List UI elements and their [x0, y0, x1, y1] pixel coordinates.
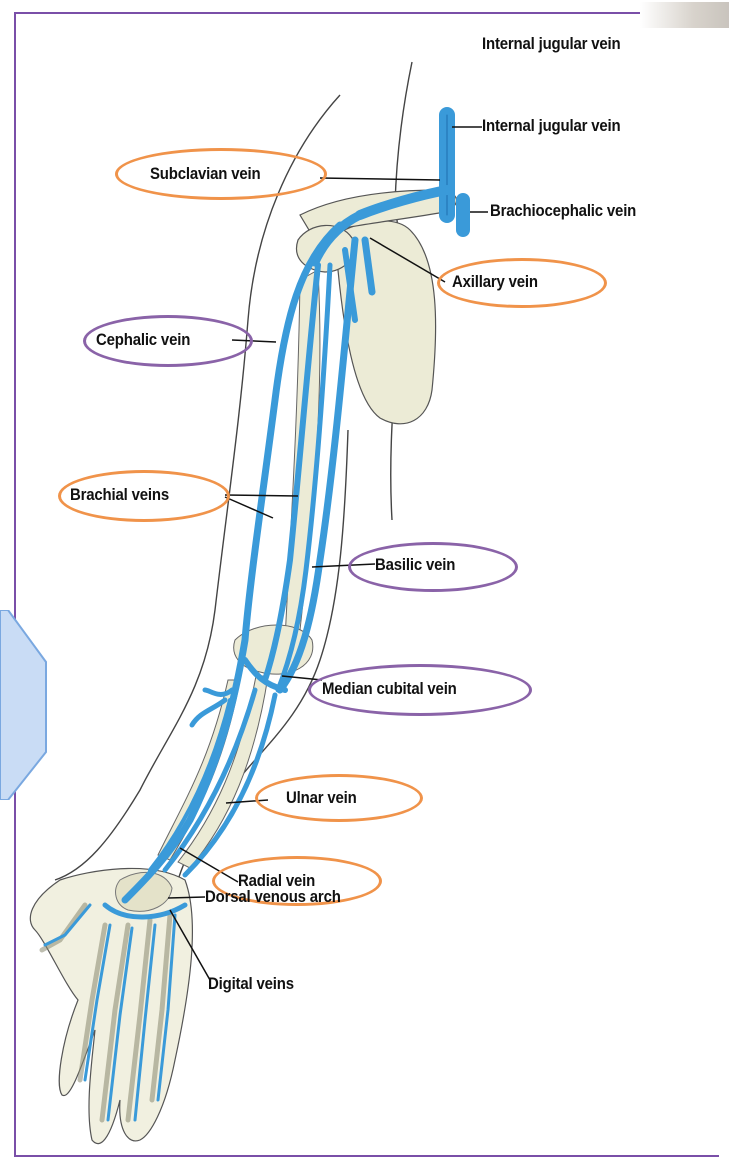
label-brachiocephalic: Brachiocephalic vein	[490, 201, 636, 221]
label-cephalic: Cephalic vein	[96, 330, 190, 350]
label-ulnar: Ulnar vein	[286, 788, 357, 808]
label-digital-veins: Digital veins	[208, 974, 294, 994]
neck-outline	[395, 62, 412, 205]
label-internal-jugular: Internal jugular vein	[482, 116, 620, 136]
label-median-cubital: Median cubital vein	[322, 679, 457, 699]
label-internal-jugular-top: Internal jugular vein	[482, 34, 620, 54]
label-basilic: Basilic vein	[375, 555, 455, 575]
label-brachial: Brachial veins	[70, 485, 169, 505]
label-axillary: Axillary vein	[452, 272, 538, 292]
label-subclavian: Subclavian vein	[150, 164, 260, 184]
label-dorsal-venous-arch: Dorsal venous arch	[205, 887, 341, 907]
